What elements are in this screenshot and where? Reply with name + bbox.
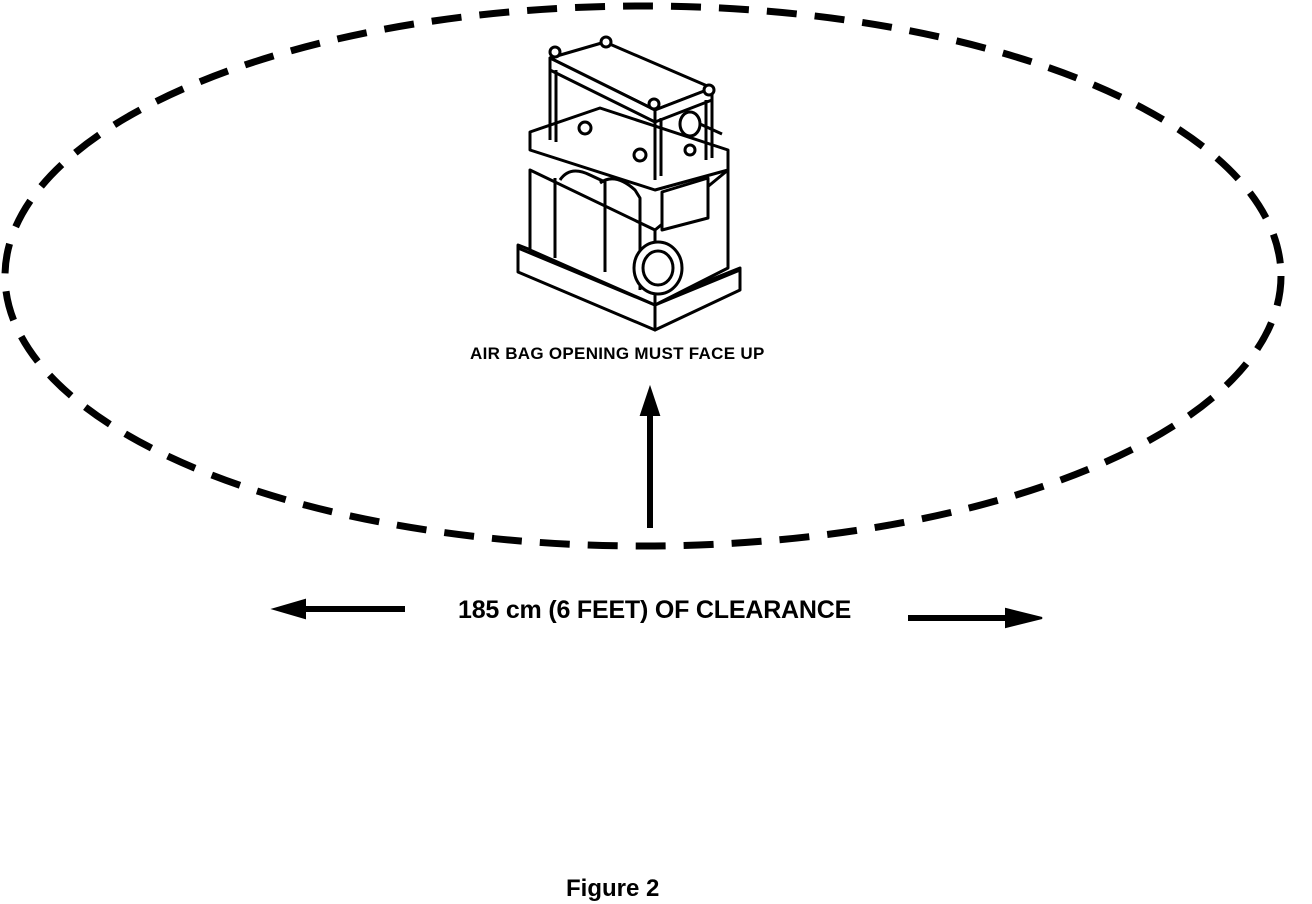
airbag-orientation-label: AIR BAG OPENING MUST FACE UP <box>470 344 765 363</box>
clearance-left-arrowhead <box>270 598 306 620</box>
airbag-module-illustration <box>516 35 742 332</box>
clearance-right-arrowhead <box>1005 607 1043 629</box>
clearance-label: 185 cm (6 FEET) OF CLEARANCE <box>458 596 852 624</box>
face-up-arrowhead <box>639 384 661 416</box>
figure-caption: Figure 2 <box>566 875 660 902</box>
clearance-zone-ellipse <box>1 2 1285 550</box>
